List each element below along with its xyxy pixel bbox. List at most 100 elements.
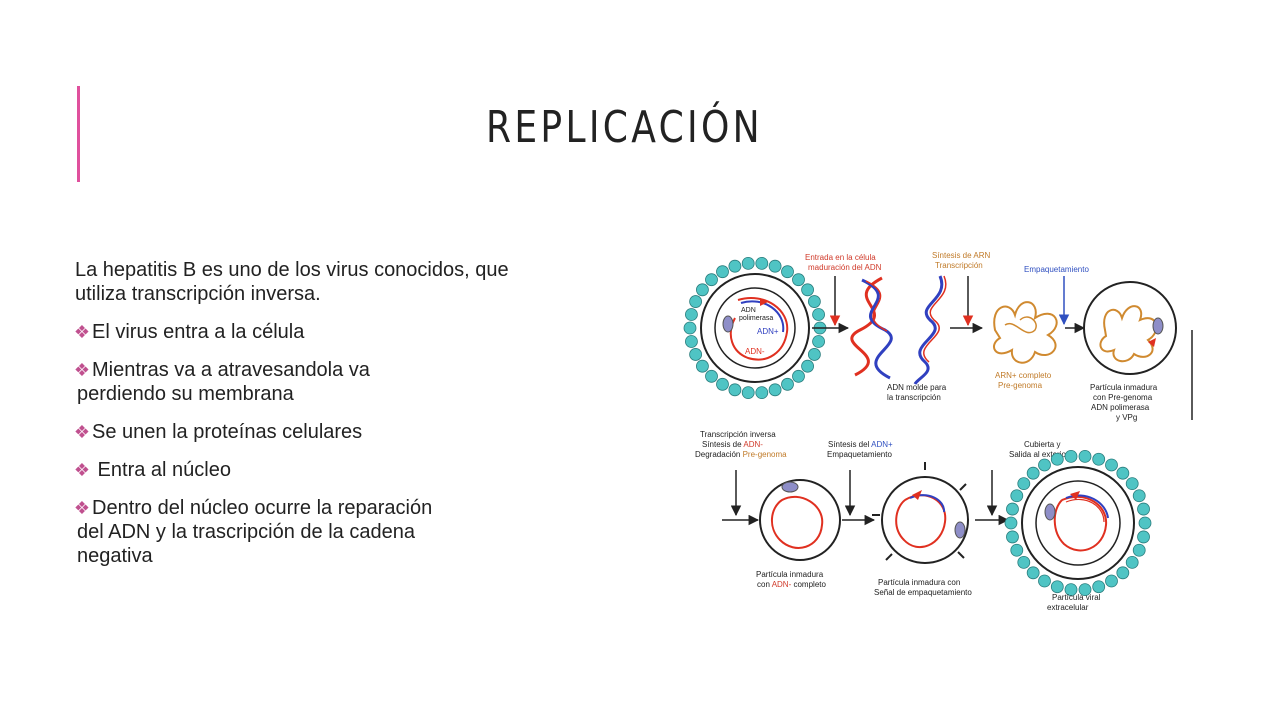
diamond-bullet-icon: ❖: [73, 498, 90, 518]
envelope-bead: [1006, 530, 1019, 544]
envelope-bead: [801, 283, 814, 297]
envelope-bead: [689, 348, 703, 361]
diamond-bullet-icon: ❖: [73, 322, 90, 342]
rna-pregenome: [993, 301, 1058, 364]
envelope-bead: [741, 256, 755, 270]
envelope-bead: [1050, 452, 1064, 466]
envelope-bead: [1026, 466, 1040, 480]
envelope-bead: [1105, 574, 1118, 588]
envelope-bead: [716, 265, 729, 279]
envelope-bead: [1132, 489, 1146, 503]
envelope-bead: [741, 386, 755, 400]
envelope-bead: [1010, 543, 1024, 557]
envelope-bead: [807, 295, 821, 308]
label-empaquetamiento: Empaquetamiento: [1024, 265, 1089, 274]
envelope-bead: [1116, 566, 1130, 580]
envelope-bead: [1078, 583, 1092, 597]
envelope-bead: [792, 369, 805, 383]
intro-paragraph: La hepatitis B es uno de los virus conoc…: [75, 259, 509, 305]
envelope-bead: [705, 369, 718, 383]
bullet-item: ❖ Se unen la proteínas celulares: [66, 420, 556, 444]
template-strand: [913, 275, 947, 385]
envelope-bead: [1064, 449, 1078, 463]
envelope-bead: [801, 359, 814, 373]
envelope-bead: [685, 308, 698, 321]
envelope-bead: [1092, 580, 1106, 594]
diamond-bullet-icon: ❖: [73, 460, 90, 480]
envelope-bead: [807, 348, 821, 361]
envelope-bead: [812, 335, 825, 348]
diamond-bullet-icon: ❖: [73, 360, 90, 380]
label-adn-minus: ADN-: [745, 347, 765, 356]
body-text: La hepatitis B es uno de los virus conoc…: [66, 258, 556, 582]
envelope-bead: [1116, 466, 1130, 480]
envelope-bead: [1137, 502, 1150, 516]
envelope-bead: [1125, 555, 1139, 569]
envelope-bead: [1006, 502, 1019, 516]
immature-particle-pregenome: [1083, 281, 1177, 375]
title-accent-bar: [77, 86, 80, 182]
envelope-bead: [685, 335, 698, 348]
extracellular-viral-particle: [1004, 449, 1152, 597]
slide-title: REPLICACIÓN: [486, 102, 763, 153]
envelope-bead: [1132, 543, 1146, 557]
envelope-bead: [696, 359, 709, 373]
envelope-bead: [1105, 458, 1118, 472]
bullet-text: Dentro del núcleo ocurre la reparación: [92, 497, 433, 519]
label-adn-plus: ADN+: [757, 327, 779, 336]
envelope-bead: [781, 265, 794, 279]
label-sintesis-adn-plus: Síntesis del ADN+Empaquetamiento: [827, 440, 893, 459]
envelope-bead: [696, 283, 709, 297]
envelope-bead: [1078, 449, 1092, 463]
bullet-item: ❖ El virus entra a la célula: [66, 320, 556, 344]
particle-packaging-signal: [872, 462, 969, 564]
envelope-bead: [755, 386, 769, 400]
envelope-bead: [689, 295, 703, 308]
label-transcripcion-inversa: Transcripción inversa Síntesis de ADN- D…: [695, 430, 787, 459]
envelope-bead: [716, 377, 729, 391]
envelope-bead: [1004, 516, 1018, 530]
envelope-bead: [1017, 477, 1031, 491]
bullet-text-cont: perdiendo su membrana: [77, 383, 294, 405]
envelope-bead: [1092, 452, 1106, 466]
bullet-item: ❖ Entra al núcleo: [66, 458, 556, 482]
bullet-item: ❖ Dentro del núcleo ocurre la reparación…: [66, 496, 556, 568]
envelope-bead: [1050, 580, 1064, 594]
envelope-bead: [705, 273, 718, 287]
envelope-bead: [1010, 489, 1024, 503]
envelope-bead: [1026, 566, 1040, 580]
envelope-bead: [1017, 555, 1031, 569]
bullet-text-cont: del ADN y la trascripción de la cadena: [77, 521, 415, 543]
envelope-bead: [1038, 574, 1051, 588]
envelope-bead: [812, 308, 825, 321]
bullet-text: Se unen la proteínas celulares: [92, 421, 363, 443]
envelope-bead: [1064, 583, 1078, 597]
envelope-bead: [728, 383, 742, 397]
envelope-bead: [683, 321, 697, 335]
envelope-bead: [768, 259, 782, 273]
particle-adn-minus: [759, 479, 841, 561]
envelope-bead: [1038, 458, 1051, 472]
bullet-text: Entra al núcleo: [92, 459, 231, 481]
bullet-text: El virus entra a la célula: [92, 321, 305, 343]
envelope-bead: [1138, 516, 1152, 530]
envelope-bead: [781, 377, 794, 391]
bullet-text: Mientras va a atravesandola va: [92, 359, 370, 381]
envelope-bead: [755, 256, 769, 270]
envelope-bead: [1125, 477, 1139, 491]
bullet-text-cont: negativa: [77, 545, 153, 567]
helix-dna: [850, 276, 893, 380]
envelope-bead: [768, 383, 782, 397]
